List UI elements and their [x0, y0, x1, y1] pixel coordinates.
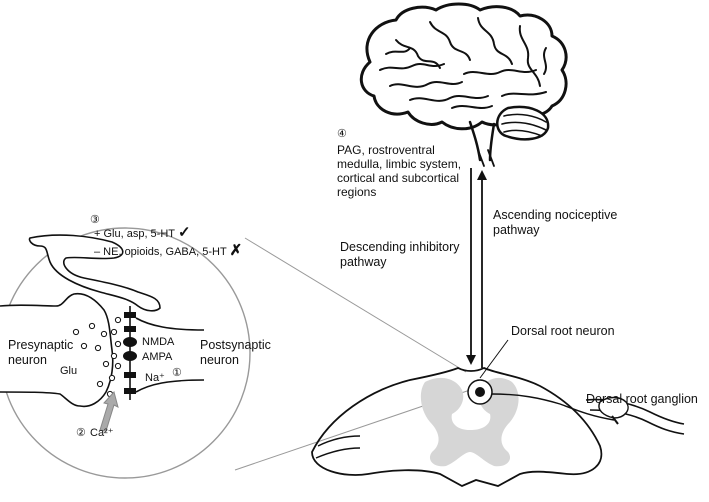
grey-matter — [420, 377, 519, 467]
check-icon: ✓ — [178, 224, 191, 241]
dorsal-root-ganglion-body — [598, 396, 629, 419]
channel-bottom — [124, 388, 136, 394]
label-ampa: AMPA — [142, 351, 173, 363]
magnification-lines — [234, 237, 471, 471]
label-presynaptic-neuron: Presynaptic neuron — [8, 338, 74, 367]
label-ascending-pathway: Ascending nociceptive pathway — [493, 208, 618, 237]
label-marker-1: ① — [172, 367, 182, 379]
ampa-receptor — [123, 351, 137, 361]
spinal-cord-section — [311, 339, 685, 487]
nmda-receptor — [123, 337, 137, 347]
presynaptic-terminal — [0, 292, 114, 408]
postsynaptic-outline — [135, 317, 205, 393]
modulating-interneuron — [28, 234, 161, 312]
calcium-influx-arrow — [99, 390, 119, 432]
brain-illustration — [359, 2, 568, 167]
channel-top — [124, 312, 136, 318]
label-glu: Glu — [60, 365, 78, 377]
dorsal-root-neuron-axon — [491, 393, 615, 421]
spinal-cord-outline — [311, 367, 603, 487]
label-descending-pathway: Descending inhibitory pathway — [340, 240, 460, 269]
cross-icon: ✗ — [229, 242, 243, 259]
label-marker-3: ③ — [90, 214, 100, 226]
label-dorsal-root-neuron: Dorsal root neuron — [511, 324, 615, 338]
glutamate-vesicles — [72, 316, 122, 398]
dorsal-root-neuron-soma — [475, 387, 485, 397]
label-dorsal-root-ganglion: Dorsal root ganglion — [586, 392, 698, 406]
label-nmda: NMDA — [142, 336, 175, 348]
label-inhibitory-modulators: – NE, opioids, GABA, 5-HT✗ — [94, 242, 243, 259]
label-excitatory-modulators: + Glu, asp, 5-HT✓ — [94, 224, 191, 241]
ventral-root — [315, 435, 361, 459]
label-marker-2: ② — [76, 427, 86, 439]
label-postsynaptic-neuron: Postsynaptic neuron — [200, 338, 271, 367]
channel-lower — [124, 372, 136, 378]
label-na: Na⁺ — [145, 372, 165, 384]
synapse-magnified — [0, 227, 251, 479]
label-calcium: Ca²⁺ — [90, 427, 114, 439]
label-marker-4: ④ — [337, 128, 347, 140]
label-pag-regions: PAG, rostroventral medulla, limbic syste… — [337, 143, 462, 199]
channel-upper — [124, 326, 136, 332]
